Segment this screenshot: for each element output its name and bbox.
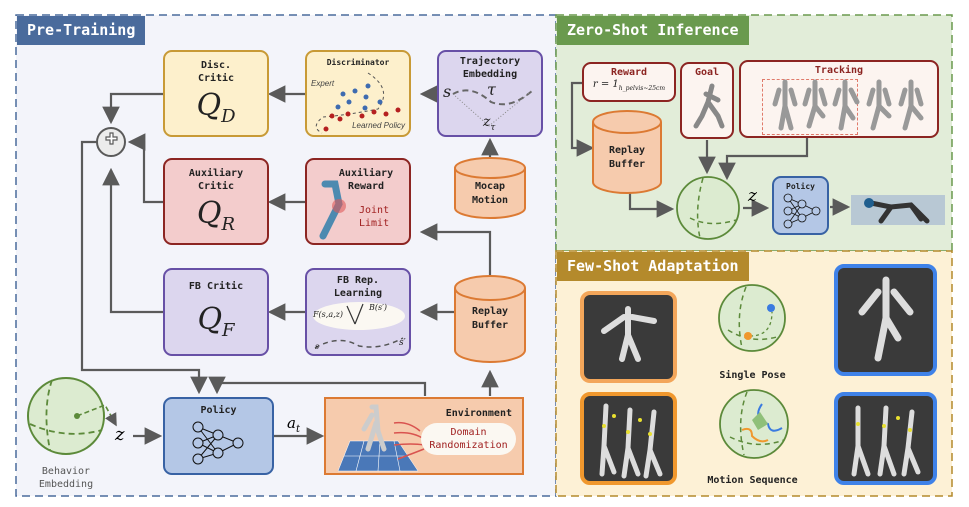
fb-critic-box: FB Critic QF (163, 268, 269, 356)
single-pose-result-image (834, 264, 937, 376)
crawling-robot-icon (864, 198, 930, 224)
fb-cloud (313, 302, 405, 349)
neural-network-icon (192, 421, 244, 465)
plus-icon (105, 132, 118, 145)
fb-s-label: s (315, 342, 320, 351)
behavior-embedding-sphere (27, 377, 117, 455)
environment-label: Environment (445, 408, 512, 419)
reward-formula: r = 1h_pelvis~25cm (592, 79, 666, 92)
goal-pose-figure (693, 83, 725, 129)
behavior-z-label: z (115, 424, 125, 445)
action-label: at (287, 414, 300, 435)
disc-critic-box: Disc. Critic QD (163, 50, 269, 137)
fb-rep-line1: FB Rep. (336, 275, 380, 286)
fb-rep-learning-box: FB Rep. Learning F(s,a,z) B(s′) s s′ (305, 268, 411, 356)
robot-sequence-result-figures (851, 405, 921, 477)
traj-tau: τ (487, 80, 496, 99)
reward-label: Reward (610, 67, 648, 78)
motion-sequence-sphere (719, 389, 789, 459)
single-pose-label: Single Pose (719, 370, 786, 381)
pretraining-title: Pre-Training (17, 16, 146, 45)
zeroshot-title: Zero-Shot Inference (557, 16, 749, 45)
replay-buffer-cylinder (454, 275, 526, 363)
disc-critic-line1: Disc. (200, 60, 232, 71)
goal-box: Goal (680, 62, 734, 139)
zs-neural-network-icon (783, 193, 821, 229)
tracking-window (762, 79, 858, 135)
robot-on-grid-icon (337, 404, 425, 472)
tracking-box: Tracking (739, 60, 939, 138)
discriminator-label: Discriminator (326, 58, 390, 67)
tracking-figures (772, 79, 924, 131)
single-pose-sphere (718, 284, 786, 352)
q-d-symbol: QD (196, 88, 236, 128)
policy-box[interactable]: Policy (163, 397, 274, 475)
q-f-symbol: QF (197, 302, 235, 342)
traj-line1: Trajectory (459, 56, 521, 67)
zs-policy-label: Policy (786, 182, 815, 191)
zs-embedding-sphere (676, 176, 740, 240)
trajectory-curve (452, 89, 534, 127)
traj-line2: Embedding (462, 69, 518, 80)
robot-result-figure (858, 276, 914, 362)
discriminator-box: Discriminator Expert Learned Policy (305, 50, 411, 137)
zs-replay-cylinder (592, 110, 662, 194)
zs-z-label: z (748, 186, 757, 206)
reward-box: Reward r = 1h_pelvis~25cm (582, 62, 676, 102)
fb-s-prime-label: s′ (399, 338, 406, 348)
motion-sequence-source-image (580, 392, 677, 485)
motion-sequence-result-image (834, 392, 937, 485)
output-robot-image (851, 195, 945, 225)
q-r-symbol: QR (196, 196, 236, 236)
traj-z-tau: zτ (483, 114, 496, 133)
b-function-label: B(s′) (369, 303, 388, 312)
fb-critic-label: FB Critic (188, 281, 244, 292)
traj-s: s (443, 82, 452, 101)
zs-policy-box[interactable]: Policy (772, 176, 829, 235)
fb-rep-line2: Learning (333, 288, 383, 299)
mocap-cylinder (454, 157, 526, 219)
tracking-label: Tracking (814, 65, 864, 76)
aux-critic-line1: Auxiliary (188, 168, 244, 179)
discriminator-scatter (315, 72, 401, 134)
fewshot-title: Few-Shot Adaptation (557, 252, 749, 281)
aux-reward-line1: Auxiliary (338, 168, 394, 179)
disc-critic-line2: Critic (197, 73, 235, 84)
robot-sequence-figures (599, 403, 663, 479)
aux-critic-line2: Critic (197, 181, 235, 192)
robot-pose-figure (601, 306, 657, 362)
expert-label: Expert (311, 79, 335, 88)
single-pose-source-image (580, 291, 677, 383)
knee-joint-icon (319, 180, 346, 240)
motion-sequence-label: Motion Sequence (707, 475, 798, 486)
goal-label: Goal (694, 67, 720, 78)
learned-policy-label: Learned Policy (352, 121, 405, 130)
policy-label: Policy (200, 405, 237, 416)
f-function-label: F(s,a,z) (313, 310, 343, 319)
aux-reward-line2: Reward (347, 181, 385, 192)
